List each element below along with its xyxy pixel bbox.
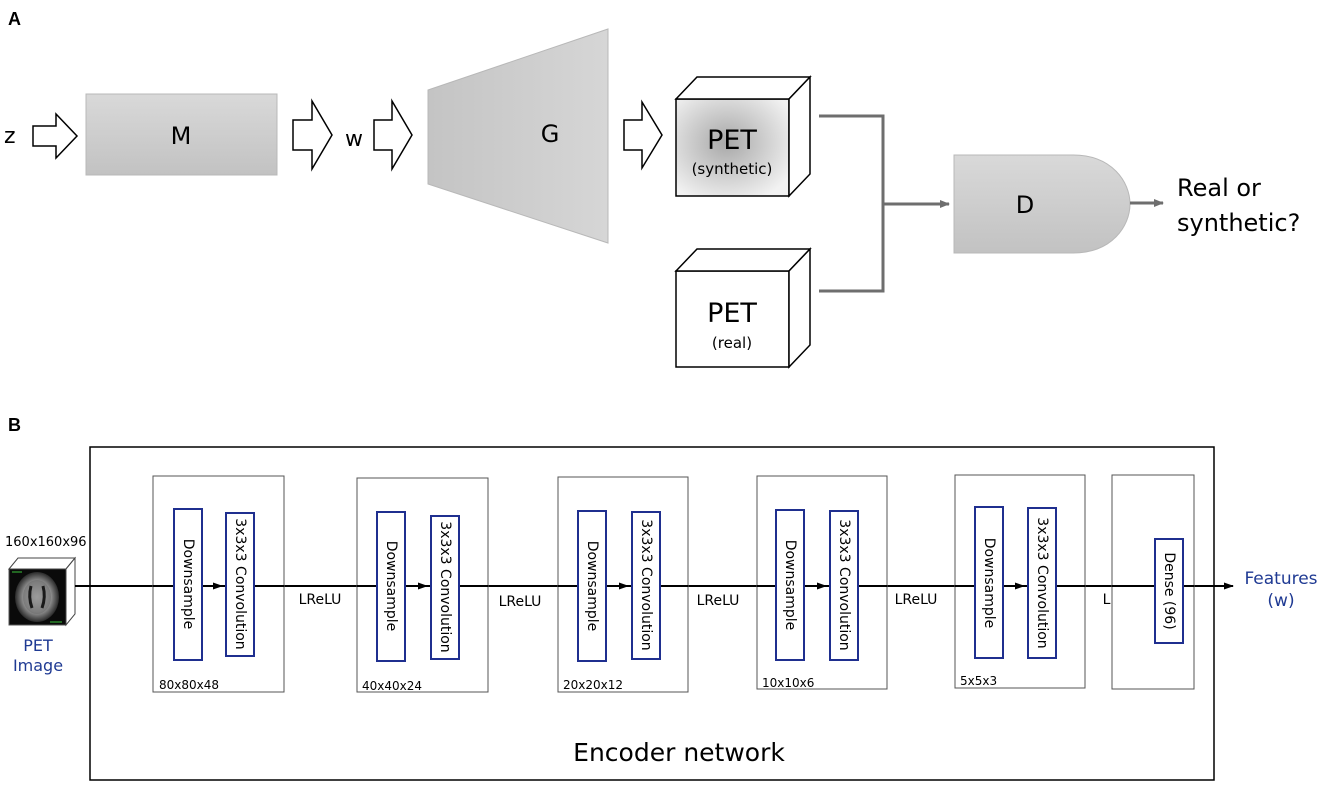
- dense-block: Dense (96): [1111, 474, 1195, 690]
- pet-real-subtitle: (real): [712, 334, 752, 352]
- downsample-label: Downsample: [584, 541, 600, 632]
- pet-real-cube: PET (real): [674, 247, 812, 369]
- block-dims-label: 10x10x6: [762, 676, 814, 690]
- downsample-label: Downsample: [383, 541, 399, 632]
- discriminator-label: D: [1016, 191, 1034, 219]
- encoder-network-label: Encoder network: [573, 738, 785, 767]
- activation-label-1: LReLU: [299, 592, 342, 608]
- pet-image-label-line1: PET: [23, 636, 53, 655]
- convolution-box: [631, 511, 661, 660]
- convolution-box: [1027, 507, 1057, 659]
- input-z-label: z: [4, 124, 16, 149]
- pet-image-label-line2: Image: [13, 656, 63, 675]
- dense-box: [1154, 538, 1184, 644]
- downsample-label: Downsample: [782, 540, 798, 631]
- pet-synthetic-title: PET: [707, 125, 757, 156]
- pet-image-thumbnail: [7, 556, 77, 627]
- block-dims-label: 80x80x48: [159, 678, 219, 692]
- panel-a-letter: A: [8, 9, 21, 29]
- downsample-box: [376, 511, 406, 662]
- convolution-box: [430, 515, 460, 660]
- block-dims-label: 40x40x24: [362, 679, 422, 693]
- pet-synthetic-cube: PET (synthetic): [674, 75, 812, 198]
- convolution-label: 3x3x3 Convolution: [232, 518, 248, 649]
- downsample-box: [974, 506, 1004, 659]
- encoder-block-3: Downsample 3x3x3 Convolution 20x20x12: [557, 476, 689, 693]
- mapping-network-box: M: [85, 93, 278, 176]
- discriminator-block: D: [953, 154, 1131, 254]
- activation-label-2: LReLU: [499, 594, 542, 610]
- convolution-box: [829, 510, 859, 661]
- encoder-block-1: Downsample 3x3x3 Convolution 80x80x48: [152, 475, 285, 693]
- convolution-label: 3x3x3 Convolution: [1034, 517, 1050, 648]
- input-dims-label: 160x160x96: [5, 535, 87, 550]
- encoder-block-5: Downsample 3x3x3 Convolution 5x5x3: [954, 474, 1086, 689]
- downsample-label: Downsample: [180, 539, 196, 630]
- convolution-label: 3x3x3 Convolution: [437, 521, 453, 652]
- downsample-box: [577, 510, 607, 662]
- encoder-block-4: Downsample 3x3x3 Convolution 10x10x6: [756, 475, 888, 690]
- downsample-label: Downsample: [981, 538, 997, 629]
- activation-label-3: LReLU: [697, 593, 740, 609]
- convolution-label: 3x3x3 Convolution: [638, 519, 654, 650]
- pet-synthetic-subtitle: (synthetic): [692, 160, 773, 178]
- encoder-network-frame: [89, 446, 1215, 781]
- output-label-line2: synthetic?: [1177, 209, 1300, 237]
- convolution-label: 3x3x3 Convolution: [836, 519, 852, 650]
- downsample-box: [775, 509, 805, 661]
- mapping-network-label: M: [171, 122, 192, 150]
- block-dims-label: 5x5x3: [960, 674, 997, 688]
- latent-w-label: w: [345, 127, 363, 152]
- dense-label: Dense (96): [1161, 552, 1177, 629]
- downsample-box: [173, 508, 203, 661]
- pet-real-title: PET: [707, 298, 757, 329]
- output-label-line1: Real or: [1177, 174, 1261, 202]
- arrow-g-to-pet: [623, 99, 663, 171]
- arrow-m-to-w: [292, 98, 333, 172]
- arrow-w-to-g: [373, 98, 413, 172]
- activation-label-4: LReLU: [895, 592, 938, 608]
- block-frame: [152, 475, 285, 693]
- encoder-block-2: Downsample 3x3x3 Convolution 40x40x24: [356, 477, 489, 693]
- generator-label: G: [541, 120, 560, 148]
- connector-synthetic-to-d: [819, 114, 885, 293]
- arrow-z-to-m: [32, 112, 79, 160]
- generator-block: G: [427, 28, 609, 244]
- features-label-line1: Features: [1244, 569, 1317, 589]
- block-dims-label: 20x20x12: [563, 678, 623, 692]
- panel-b-letter: B: [8, 415, 21, 435]
- convolution-box: [225, 512, 255, 657]
- features-label-line2: (w): [1267, 591, 1294, 611]
